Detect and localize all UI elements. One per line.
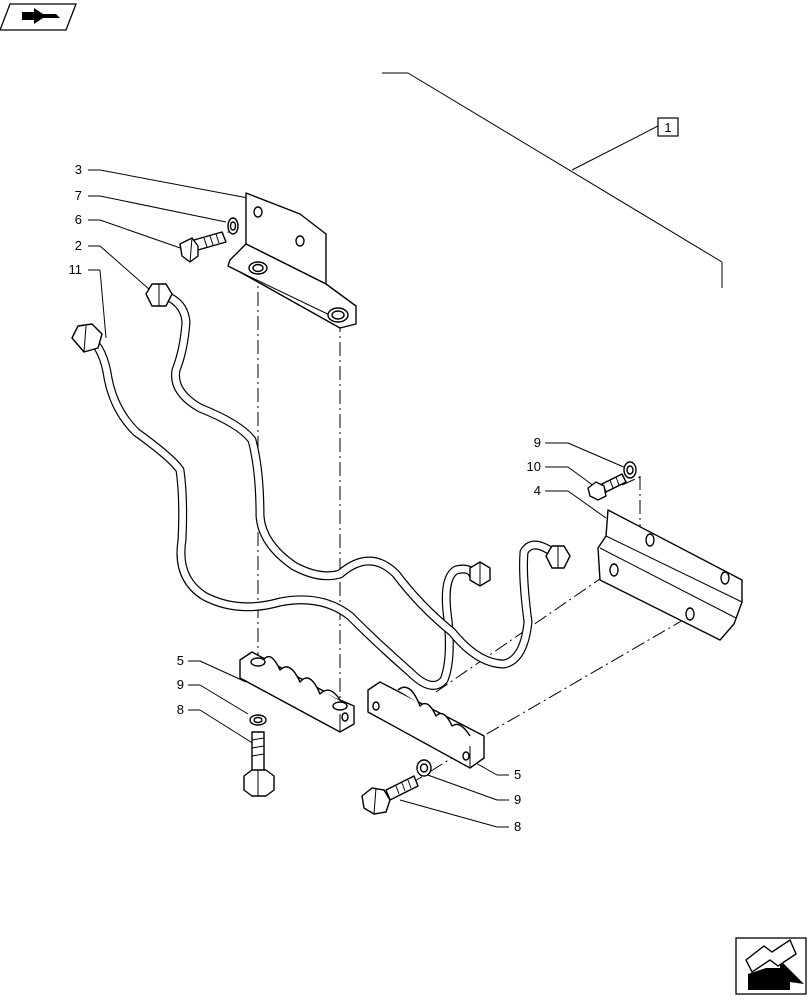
callout-8-left: 8 [177,702,184,717]
callout-10: 10 [527,459,541,474]
bolt-part-6 [179,231,227,263]
plate-part-4 [597,509,743,641]
washer-part-9-right [416,759,432,777]
callout-5-left: 5 [177,653,184,668]
callout-9-left: 9 [177,677,184,692]
callout-6: 6 [75,212,82,227]
bolt-part-8-left [243,731,275,797]
bolt-part-10 [587,473,627,501]
callout-1: 1 [664,120,671,135]
washer-part-9-left [249,714,267,726]
bolt-part-8-right [361,775,419,815]
washer-part-9-top [623,461,637,479]
back-arrow-icon[interactable] [0,3,77,31]
pipe-part-2 [145,283,571,669]
callout-labels: 3 7 6 2 11 9 10 4 5 9 8 5 9 8 [69,162,542,834]
clamp-part-5-left [239,651,355,733]
callout-9-right: 9 [514,792,521,807]
callout-2: 2 [75,238,82,253]
washer-part-7 [227,217,239,235]
callout-9-top: 9 [534,435,541,450]
callout-8-right: 8 [514,819,521,834]
assembly-reference: 1 [382,72,723,288]
callout-3: 3 [75,162,82,177]
forward-arrow-icon[interactable] [735,937,807,995]
bracket-part-3 [227,192,357,329]
clamp-part-5-right [367,681,485,769]
callout-4: 4 [534,483,541,498]
callout-7: 7 [75,188,82,203]
callout-5-right: 5 [514,767,521,782]
callout-11: 11 [69,262,83,277]
leader-lines [88,169,627,828]
pipe-part-11 [71,323,491,690]
